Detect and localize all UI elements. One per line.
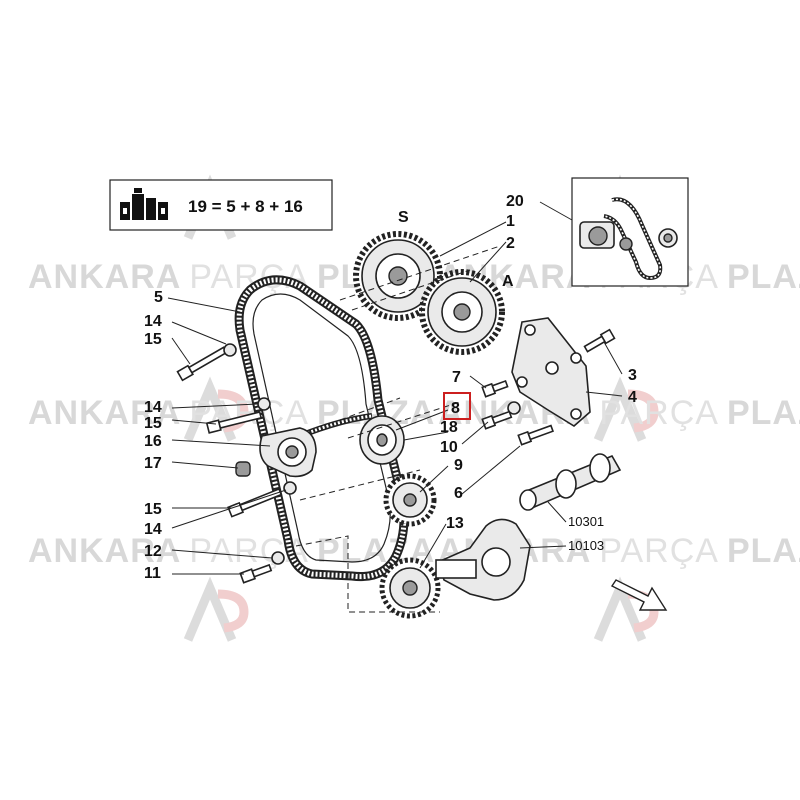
belt-tensioner: [259, 427, 317, 478]
label-11: 11: [144, 565, 161, 582]
label-8: 8: [451, 400, 460, 417]
label-10301: 10301: [568, 514, 604, 529]
bolt-6: [517, 424, 555, 446]
label-16: 16: [144, 433, 162, 450]
highlighted-part-8[interactable]: 8: [443, 392, 471, 420]
bolt-3: [583, 328, 616, 353]
water-pump-inset: [571, 177, 689, 287]
camshaft-pulley-intake: [419, 269, 505, 355]
label-20: 20: [506, 193, 524, 210]
camshaft: [519, 453, 622, 511]
washer-14-bottom: [283, 481, 297, 495]
kit-formula-box: 19 = 5 + 8 + 16: [109, 179, 333, 231]
label-9: 9: [454, 457, 463, 474]
mounting-bracket: [511, 317, 591, 427]
bolt-15-top: [176, 346, 228, 382]
washer-14-mid: [257, 397, 271, 411]
washer-14-top: [223, 343, 237, 357]
label-2: 2: [506, 235, 515, 252]
label-10: 10: [440, 439, 458, 456]
label-13: 13: [446, 515, 464, 532]
crankshaft: [435, 518, 531, 601]
label-14-mid: 14: [144, 399, 162, 416]
label-3: 3: [628, 367, 637, 384]
kit-icon: [120, 188, 168, 220]
washer-near-10: [507, 401, 521, 415]
watermark-logo: [593, 376, 659, 442]
label-7: 7: [452, 369, 461, 386]
label-15-top: 15: [144, 331, 162, 348]
label-18: 18: [440, 419, 458, 436]
auxiliary-pulley: [383, 473, 437, 527]
leader-lines: [167, 201, 623, 575]
label-10103: 10103: [568, 538, 604, 553]
watermark-logo: [183, 576, 249, 642]
idler-pulley: [359, 415, 405, 465]
bolt-15-bottom: [227, 487, 283, 518]
label-17: 17: [144, 455, 162, 472]
label-A: A: [502, 273, 514, 290]
label-6: 6: [454, 485, 463, 502]
label-12: 12: [144, 543, 162, 560]
part-labels: S A 1 2 20 3 4 5 14 15 14 15 16 17 15 14…: [144, 193, 637, 582]
label-14-bottom: 14: [144, 521, 162, 538]
label-S: S: [398, 209, 409, 226]
label-15-mid: 15: [144, 415, 162, 432]
crankshaft-pulley: [379, 557, 441, 619]
kit-formula-text: 19 = 5 + 8 + 16: [188, 197, 303, 216]
label-15-bottom: 15: [144, 501, 162, 518]
bolt-10: [481, 410, 513, 430]
reference-lines: [295, 245, 501, 613]
bolt-11: [239, 563, 273, 584]
washer-12: [271, 551, 285, 565]
direction-arrow-icon: [610, 579, 668, 611]
nut-17: [235, 461, 251, 477]
label-5: 5: [154, 289, 163, 306]
label-1: 1: [506, 213, 515, 230]
label-4: 4: [628, 389, 637, 406]
label-14-top: 14: [144, 313, 162, 330]
